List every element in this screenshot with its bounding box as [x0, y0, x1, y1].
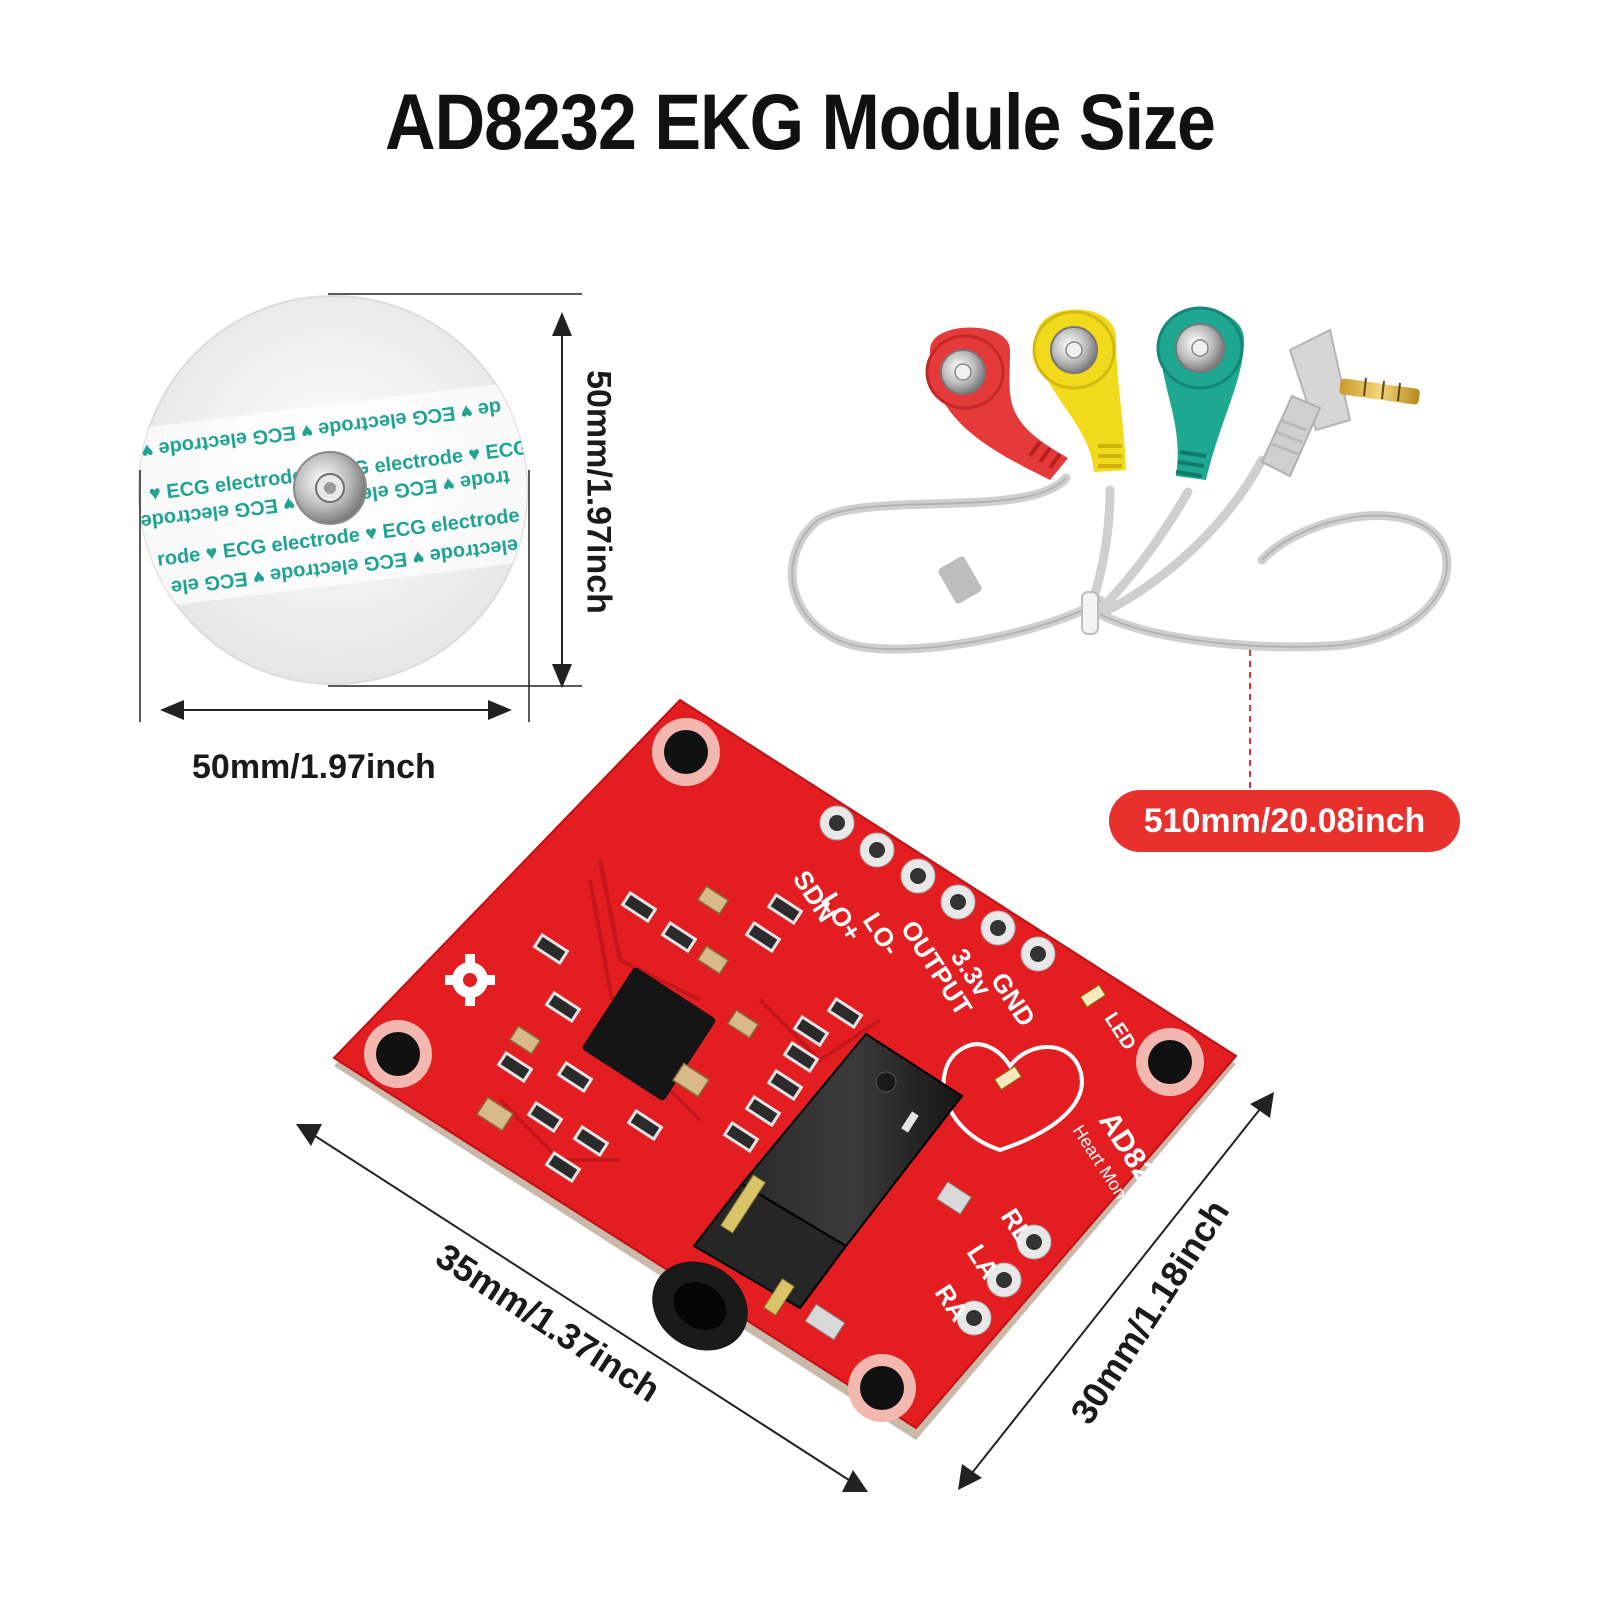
cable-splitter-sleeve: [938, 556, 982, 604]
audio-jack-plug: [1260, 328, 1420, 478]
heart-led: [993, 1065, 1023, 1091]
module-dimension-lines: [296, 1092, 1274, 1492]
electrode-width-label: 50mm/1.97inch: [192, 748, 436, 786]
yellow-snap-connector: [1032, 309, 1126, 472]
cable-length-badge: 510mm/20.08inch: [1109, 790, 1460, 852]
smd-components: [445, 885, 864, 1184]
mounting-holes: [364, 718, 1204, 1422]
cable-clip: [1081, 591, 1099, 635]
board-audio-jack: [652, 1032, 972, 1351]
open-hardware-logo: [445, 954, 495, 1006]
status-led: [1079, 984, 1107, 1008]
green-snap-connector: [1156, 306, 1244, 480]
electrode-dimension-lines: [139, 293, 582, 722]
ecg-electrode-pad: de ♥ ECG electrode ♥ ECG electrode ♥ ECG…: [138, 295, 528, 685]
page-title: AD8232 EKG Module Size: [385, 78, 1216, 166]
electrode-snap-stud: [293, 451, 367, 525]
electrode-height-label: 50mm/1.97inch: [579, 370, 618, 614]
red-snap-connector: [925, 327, 1068, 480]
ad8232-module-board: SDN LO+ LO- OUTPUT 3.3v GND LED RL LA RA…: [332, 698, 1238, 1440]
header-pins: [819, 805, 1056, 1336]
ecg-lead-cable: [787, 306, 1452, 654]
